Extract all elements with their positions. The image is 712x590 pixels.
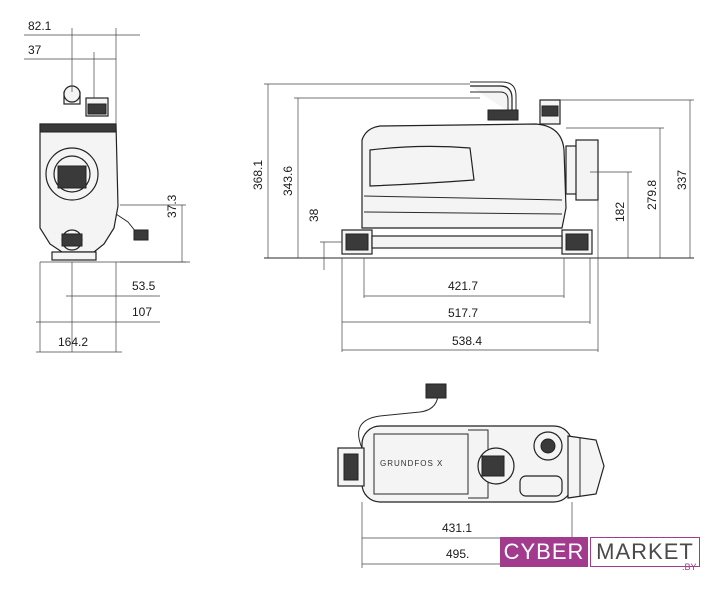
front-view xyxy=(264,81,694,352)
front-dim-right-1: 182 xyxy=(613,202,627,222)
side-dim-top-1: 82.1 xyxy=(28,19,52,33)
watermark-suffix: .BY xyxy=(682,562,697,572)
front-dim-bottom-2: 517.7 xyxy=(448,306,478,320)
top-dim-bottom-1: 431.1 xyxy=(442,521,472,535)
watermark-cyber: CYBER xyxy=(500,537,588,567)
top-view xyxy=(337,383,605,568)
side-dim-bottom-2: 107 xyxy=(132,305,152,319)
side-dim-top-2: 37 xyxy=(28,43,42,57)
side-dim-bottom-3: 164.2 xyxy=(58,335,88,349)
front-dim-right-3: 337 xyxy=(675,170,689,190)
front-dim-right-2: 279.8 xyxy=(645,180,659,210)
top-brand-text: GRUNDFOS X xyxy=(380,459,443,468)
side-dim-bottom-1: 53.5 xyxy=(132,279,156,293)
side-dim-right: 37.3 xyxy=(165,194,179,218)
top-dim-bottom-2: 495. xyxy=(446,547,469,561)
front-dim-left-1: 368.1 xyxy=(251,160,265,190)
front-dim-left-2: 343.6 xyxy=(281,166,295,196)
front-dim-left-3: 38 xyxy=(307,208,321,222)
watermark-logo: CYBER MARKET .BY xyxy=(500,533,706,573)
watermark-market: MARKET xyxy=(590,537,700,567)
front-dim-bottom-3: 538.4 xyxy=(452,334,482,348)
front-dim-bottom-1: 421.7 xyxy=(448,279,478,293)
side-view xyxy=(24,28,190,353)
